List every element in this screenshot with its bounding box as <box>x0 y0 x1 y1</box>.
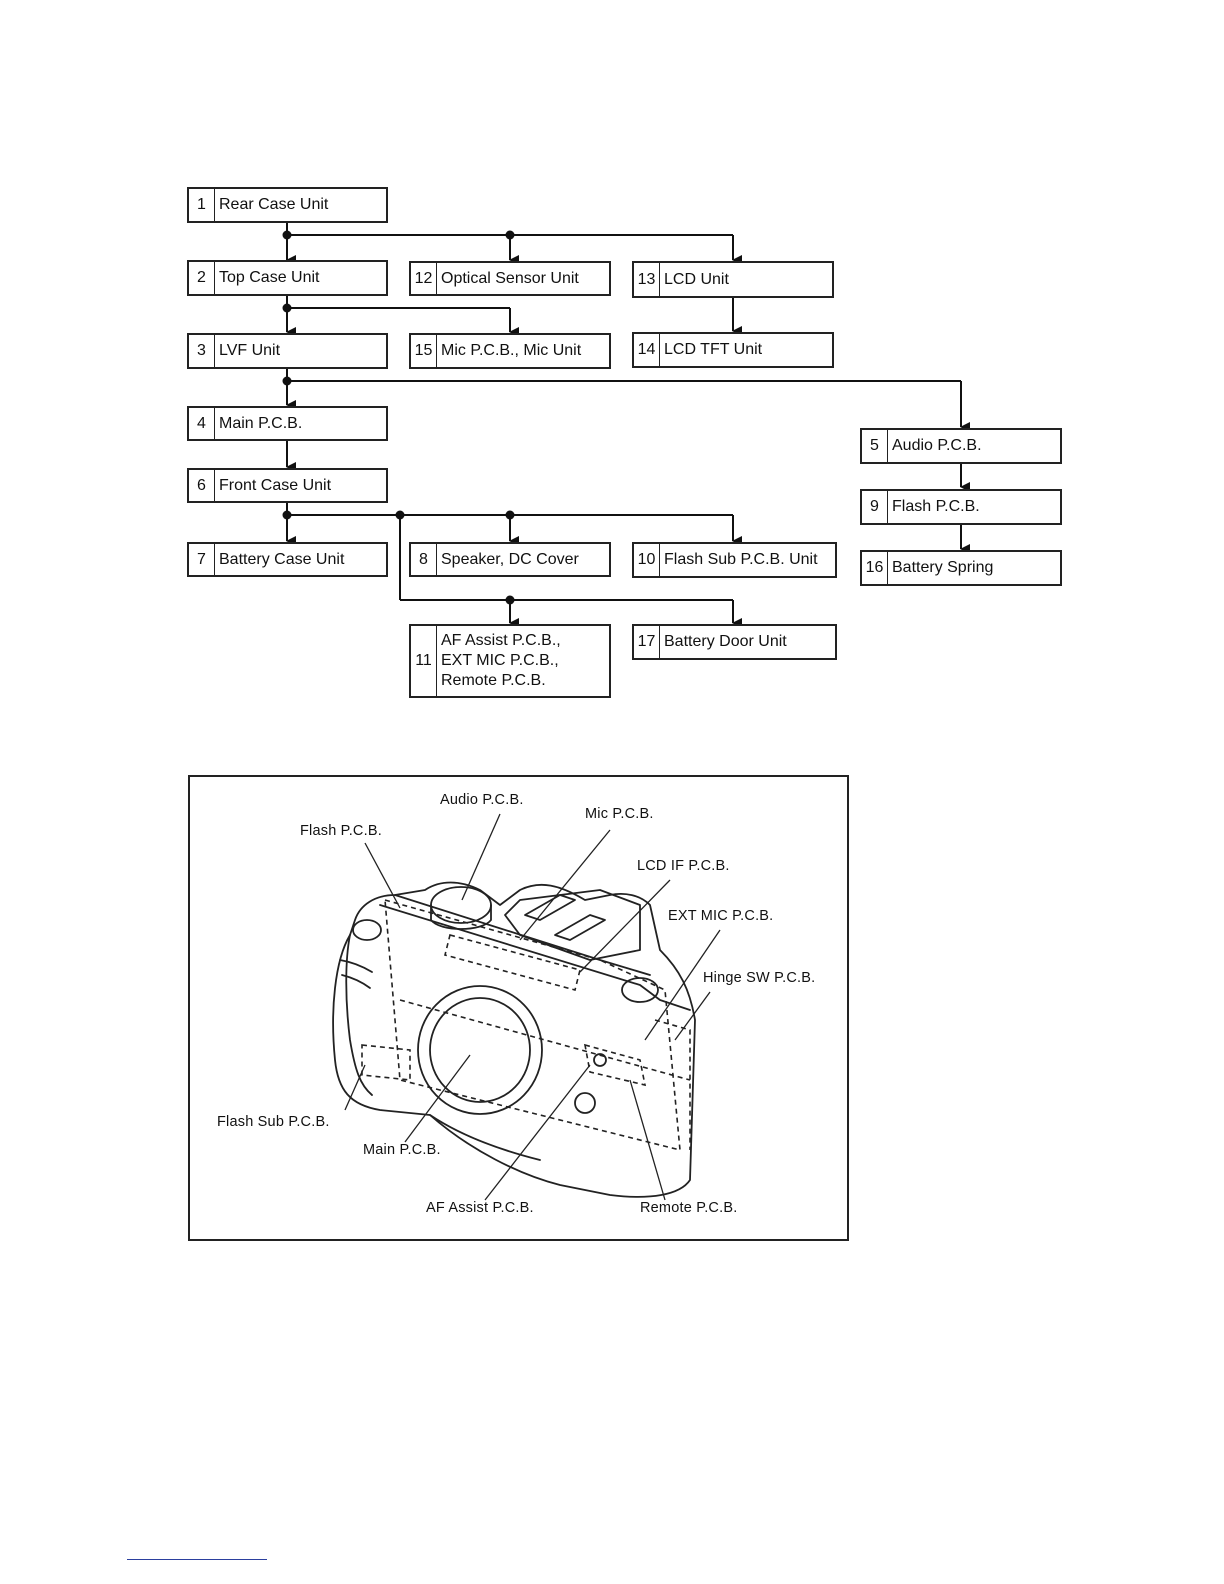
flow-connectors <box>282 222 970 628</box>
box-label: Top Case Unit <box>219 269 320 286</box>
box-label: Main P.C.B. <box>219 414 303 432</box>
box-number: 3 <box>189 335 215 367</box>
box-number: 16 <box>862 552 888 584</box>
box-label: Optical Sensor Unit <box>441 269 579 287</box>
flow-box-3: 3 LVF Unit <box>187 333 388 369</box>
flow-box-17: 17 Battery Door Unit <box>632 624 837 660</box>
box-label: Rear Case Unit <box>219 196 329 213</box>
box-label: Front Case Unit <box>219 476 332 494</box>
box-label: LCD TFT Unit <box>664 341 763 358</box>
flow-box-2: 2 Top Case Unit <box>187 260 388 296</box>
box-number: 10 <box>634 544 660 576</box>
flow-box-9: 9 Flash P.C.B. <box>860 489 1062 525</box>
flow-box-1: 1 Rear Case Unit <box>187 187 388 223</box>
callout-af-assist-pcb: AF Assist P.C.B. <box>426 1200 534 1216</box>
flow-box-14: 14 LCD TFT Unit <box>632 332 834 368</box>
callout-flash-pcb: Flash P.C.B. <box>300 823 382 839</box>
camera-diagram-frame <box>188 775 849 1241</box>
box-number: 17 <box>634 626 660 658</box>
box-number: 8 <box>411 544 437 575</box>
callout-ext-mic-pcb: EXT MIC P.C.B. <box>668 908 774 924</box>
flow-box-11: 11 AF Assist P.C.B., EXT MIC P.C.B., Rem… <box>409 624 611 698</box>
box-number: 12 <box>411 263 437 294</box>
box-number: 13 <box>634 263 660 296</box>
callout-audio-pcb: Audio P.C.B. <box>440 792 524 808</box>
box-label: AF Assist P.C.B., EXT MIC P.C.B., Remote… <box>441 632 561 689</box>
callout-hinge-sw-pcb: Hinge SW P.C.B. <box>703 970 816 986</box>
box-number: 5 <box>862 430 888 462</box>
box-label: Flash P.C.B. <box>892 498 980 515</box>
box-number: 15 <box>411 335 437 367</box>
box-label: Flash Sub P.C.B. Unit <box>664 551 818 568</box>
footer-rule <box>127 1559 267 1560</box>
box-label: LVF Unit <box>219 342 281 359</box>
flow-box-15: 15 Mic P.C.B., Mic Unit <box>409 333 611 369</box>
box-label: Battery Case Unit <box>219 550 345 568</box>
box-label: Mic P.C.B., Mic Unit <box>441 342 582 359</box>
box-number: 11 <box>411 626 437 696</box>
flow-box-10: 10 Flash Sub P.C.B. Unit <box>632 542 837 578</box>
flow-box-7: 7 Battery Case Unit <box>187 542 388 577</box>
box-label: Battery Door Unit <box>664 633 787 650</box>
callout-remote-pcb: Remote P.C.B. <box>640 1200 738 1216</box>
callout-lcd-if-pcb: LCD IF P.C.B. <box>637 858 730 874</box>
flow-box-6: 6 Front Case Unit <box>187 468 388 503</box>
callout-main-pcb: Main P.C.B. <box>363 1142 441 1158</box>
box-label: Audio P.C.B. <box>892 437 982 454</box>
box-number: 7 <box>189 544 215 575</box>
box-number: 1 <box>189 189 215 221</box>
box-number: 4 <box>189 408 215 439</box>
box-label: LCD Unit <box>664 270 729 288</box>
flow-box-8: 8 Speaker, DC Cover <box>409 542 611 577</box>
box-label: Battery Spring <box>892 559 994 576</box>
box-number: 14 <box>634 334 660 366</box>
box-number: 6 <box>189 470 215 501</box>
flow-box-13: 13 LCD Unit <box>632 261 834 298</box>
box-number: 2 <box>189 262 215 294</box>
flow-box-12: 12 Optical Sensor Unit <box>409 261 611 296</box>
callout-flash-sub-pcb: Flash Sub P.C.B. <box>217 1114 330 1130</box>
flow-box-5: 5 Audio P.C.B. <box>860 428 1062 464</box>
callout-mic-pcb: Mic P.C.B. <box>585 806 654 822</box>
flow-box-16: 16 Battery Spring <box>860 550 1062 586</box>
flow-box-4: 4 Main P.C.B. <box>187 406 388 441</box>
box-number: 9 <box>862 491 888 523</box>
box-label: Speaker, DC Cover <box>441 550 579 568</box>
